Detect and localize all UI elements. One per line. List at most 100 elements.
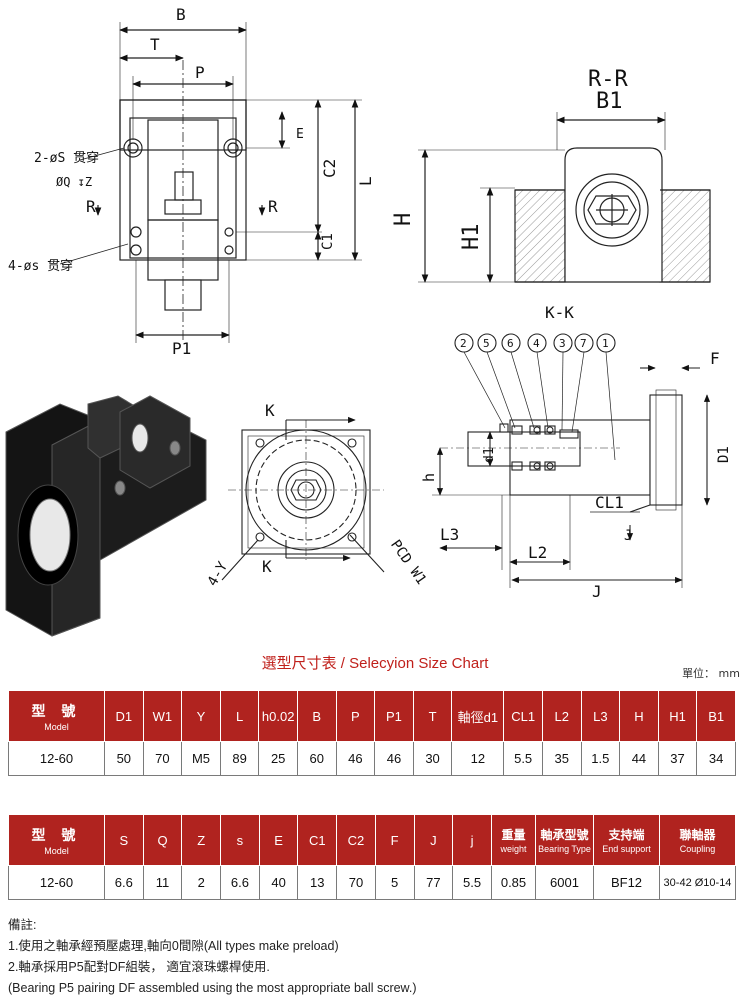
table-header-row: 型 號 Model S Q Z s E C1 C2 F J j 重量 weigh… — [8, 814, 736, 866]
column-header: W1 — [142, 690, 183, 742]
column-header: s — [220, 814, 260, 866]
table-header-row: 型 號 Model D1 W1 Y L h0.02 B P P1 T 軸徑d1 … — [8, 690, 736, 742]
table-cell: 11 — [142, 865, 183, 900]
hole-4s-label: 4-øs 贯穿 — [8, 258, 73, 274]
table-cell: 5 — [374, 865, 415, 900]
column-header: C2 — [336, 814, 376, 866]
section-kk-labels: K-K F D1 d1 h CL1 J L3 L2 J 2 5 6 4 3 7 … — [420, 303, 732, 601]
table-cell: 46 — [335, 741, 376, 776]
column-header: j — [452, 814, 492, 866]
table-cell: 6.6 — [104, 865, 144, 900]
notes: 備註: 1.使用之軸承經預壓處理,軸向0間隙(All types make pr… — [8, 915, 417, 999]
counterbore-qz-label: ØQ ↧Z — [56, 175, 92, 189]
balloon-label: 5 — [483, 337, 490, 350]
weight-header-en: weight — [500, 844, 527, 854]
bearing-header: 軸承型號 Bearing Type — [535, 814, 594, 866]
balloon-label: 3 — [559, 337, 566, 350]
balloon-label: 4 — [533, 337, 540, 350]
column-header: Y — [181, 690, 221, 742]
coupling-header-zh: 聯軸器 — [679, 828, 716, 842]
column-header: B1 — [696, 690, 736, 742]
column-header: T — [412, 690, 453, 742]
dim-j-small-label: J — [624, 528, 632, 544]
size-table-1: 型 號 Model D1 W1 Y L h0.02 B P P1 T 軸徑d1 … — [8, 690, 736, 776]
table-cell: 44 — [619, 741, 659, 776]
column-header: CL1 — [503, 690, 543, 742]
dim-D1-label: D1 — [716, 446, 732, 463]
table-cell: 25 — [258, 741, 298, 776]
hole-2s-label: 2-øS 贯穿 — [34, 150, 99, 166]
table-cell: 35 — [541, 741, 582, 776]
pcd-w1-label: PCD W1 — [387, 537, 429, 588]
front-view — [59, 22, 362, 343]
end-view-labels: K K 4-Y PCD W1 — [205, 401, 430, 589]
dim-l3-label: L3 — [440, 525, 459, 544]
column-header: D1 — [104, 690, 144, 742]
dim-f-label: F — [710, 349, 720, 368]
section-r-left-label: R — [86, 197, 96, 216]
dim-c2-label: C2 — [320, 159, 339, 178]
table-cell: 2 — [181, 865, 222, 900]
table-cell: 30-42 Ø10-14 — [659, 865, 736, 900]
size-table-2: 型 號 Model S Q Z s E C1 C2 F J j 重量 weigh… — [8, 814, 736, 900]
front-view-labels: B T P E C2 L C1 2-øS 贯穿 ØQ ↧Z R R 4-øs 贯… — [8, 5, 375, 358]
column-header: H — [619, 690, 659, 742]
bearing-header-en: Bearing Type — [538, 844, 591, 854]
table-cell: 12-60 — [8, 865, 105, 900]
column-header: P1 — [374, 690, 414, 742]
model-header: 型 號 Model — [8, 690, 105, 742]
coupling-header: 聯軸器 Coupling — [659, 814, 736, 866]
section-rr-labels: R-R B1 H H1 — [391, 67, 628, 250]
column-header: 軸徑d1 — [451, 690, 505, 742]
table-cell: 46 — [374, 741, 414, 776]
dim-t-label: T — [150, 35, 160, 54]
support-header-zh: 支持端 — [608, 828, 645, 842]
table-row: 12-60 50 70 M5 89 25 60 46 46 30 12 5.5 … — [8, 741, 736, 776]
dim-b-label: B — [176, 5, 186, 24]
balloon-label: 6 — [507, 337, 514, 350]
column-header: L — [219, 690, 260, 742]
model-header-en: Model — [44, 721, 69, 732]
table-cell: 1.5 — [580, 741, 621, 776]
table-cell: 77 — [413, 865, 454, 900]
dim-d1-label: d1 — [482, 447, 497, 463]
column-header: J — [413, 814, 454, 866]
support-header: 支持端 End support — [593, 814, 660, 866]
unit-label: 單位： mm — [682, 667, 740, 680]
model-header-zh: 型 號 — [31, 826, 82, 843]
end-view — [221, 416, 385, 581]
technical-drawing: B T P E C2 L C1 2-øS 贯穿 ØQ ↧Z R R 4-øs 贯… — [5, 5, 732, 637]
isometric-render — [5, 395, 207, 637]
dim-h-label: H — [391, 213, 416, 226]
table-row: 12-60 6.6 11 2 6.6 40 13 70 5 77 5.5 0.8… — [8, 865, 736, 900]
column-header: C1 — [297, 814, 338, 866]
column-header: B — [296, 690, 337, 742]
dim-c1-label: C1 — [320, 233, 336, 250]
section-rr-title: R-R — [588, 67, 628, 92]
dim-p-label: P — [195, 63, 205, 82]
support-header-en: End support — [602, 844, 651, 854]
table-cell: 5.5 — [452, 865, 492, 900]
column-header: Z — [181, 814, 222, 866]
model-header-en: Model — [44, 845, 69, 856]
dim-cl1-label: CL1 — [595, 493, 624, 512]
balloon-label: 7 — [580, 337, 587, 350]
note-line: 2.軸承採用P5配對DF組裝， 適宜滾珠螺桿使用. — [8, 960, 270, 974]
column-header: H1 — [657, 690, 698, 742]
table-cell: 6.6 — [220, 865, 260, 900]
table-cell: 12 — [451, 741, 505, 776]
note-line: (Bearing P5 pairing DF assembled using t… — [8, 981, 417, 995]
table-cell: 37 — [657, 741, 698, 776]
column-header: S — [104, 814, 144, 866]
bearing-header-zh: 軸承型號 — [540, 828, 589, 842]
table-cell: 60 — [296, 741, 337, 776]
dim-l-label: L — [356, 176, 375, 186]
table-cell: 6001 — [535, 865, 594, 900]
table-cell: 30 — [412, 741, 453, 776]
dim-p1-label: P1 — [172, 339, 191, 358]
table-cell: 89 — [219, 741, 260, 776]
weight-header-zh: 重量 — [501, 828, 526, 842]
table-cell: 40 — [258, 865, 299, 900]
dim-b1-label: B1 — [596, 89, 623, 114]
table-cell: 0.85 — [491, 865, 536, 900]
